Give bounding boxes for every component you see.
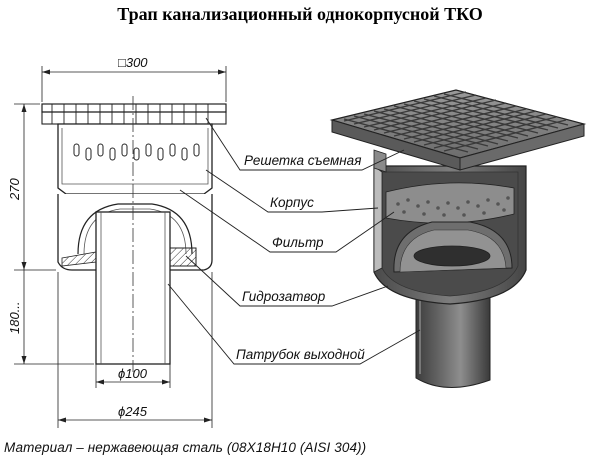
callout-leaders <box>167 117 421 365</box>
callout-body: Корпус <box>270 195 314 210</box>
callout-outlet: Патрубок выходной <box>236 347 365 362</box>
material-note: Материал – нержавеющая сталь (08Х18Н10 (… <box>4 440 367 455</box>
callout-grate: Решетка съемная <box>244 153 361 168</box>
dim-pipe-diameter: ϕ100 <box>118 366 148 381</box>
dim-height: 270 <box>7 178 22 201</box>
callout-filter: Фильтр <box>272 235 324 250</box>
section-view <box>14 66 227 428</box>
cutaway-view <box>329 89 587 389</box>
callout-water-seal: Гидрозатвор <box>242 289 326 304</box>
diagram-title: Трап канализационный однокорпусной ТКО <box>117 4 483 24</box>
dim-lower: 180... <box>7 301 22 334</box>
dim-width: □300 <box>118 55 148 70</box>
dim-body-diameter: ϕ245 <box>118 404 148 419</box>
